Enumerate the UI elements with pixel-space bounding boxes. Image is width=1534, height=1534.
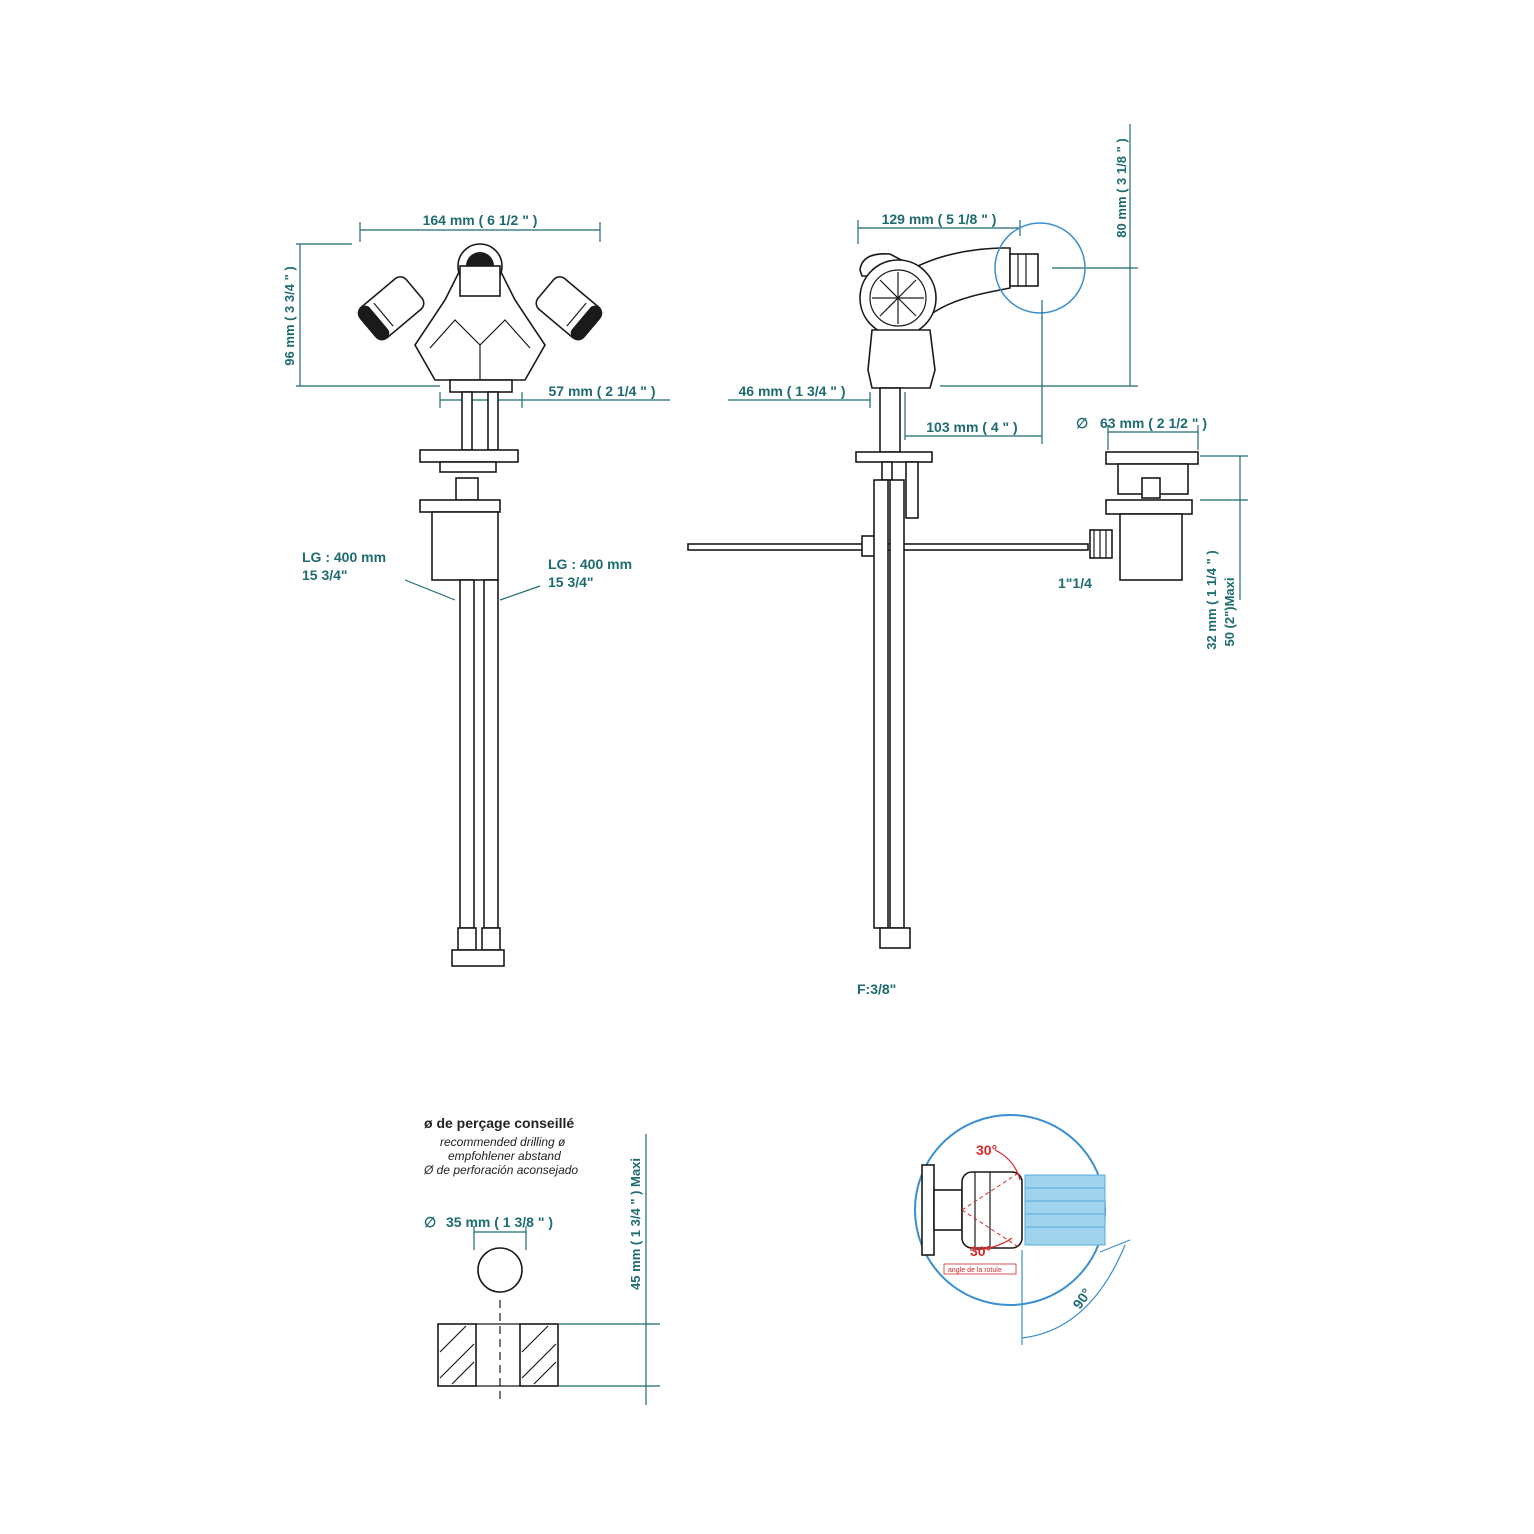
drilling-spanish: Ø de perforación aconsejado	[423, 1163, 578, 1177]
side-base-dimension: 46 mm ( 1 3/4 " )	[738, 383, 845, 399]
hose-right-length-inch: 15 3/4"	[548, 574, 594, 590]
max-thickness-dimension: 45 mm ( 1 3/4 " ) Maxi	[628, 1158, 643, 1290]
outlet-thread-label: 1"1/4	[1058, 575, 1092, 591]
front-width-dimension: 164 mm ( 6 1/2 " )	[423, 212, 538, 228]
side-height-dimension: 80 mm ( 3 1/8 " )	[1114, 138, 1129, 237]
diameter-symbol: ∅	[1076, 415, 1088, 431]
front-view: 164 mm ( 6 1/2 " ) 96 mm ( 3 3/4 " ) 57 …	[282, 212, 670, 967]
side-reach-dimension: 103 mm ( 4 " )	[926, 419, 1017, 435]
drilling-symbol: ∅	[424, 1214, 436, 1230]
spout-rotation-detail: 30° 30° angle de la rotule 90°	[914, 1114, 1131, 1345]
side-connection-label: F:3/8"	[857, 981, 896, 997]
hose-right-length: LG : 400 mm	[548, 556, 632, 572]
hole-diameter-dimension: 35 mm ( 1 3/8 " )	[446, 1214, 553, 1230]
hose-left-length: LG : 400 mm	[302, 549, 386, 565]
side-view: 129 mm ( 5 1/8 " ) 80 mm ( 3 1/8 " ) 46 …	[687, 124, 1138, 997]
front-base-dimension: 57 mm ( 2 1/4 " )	[548, 383, 655, 399]
drilling-title: ø de perçage conseillé	[424, 1115, 574, 1131]
drilling-german: empfohlener abstand	[448, 1149, 561, 1163]
angle-bottom-label: 30°	[970, 1243, 991, 1259]
waste-assembly: 63 mm ( 2 1/2 " ) ∅ 1"1/4 32 mm ( 1 1/4 …	[1058, 415, 1248, 650]
waste-max-dimension: 50 (2")Maxi	[1222, 577, 1237, 646]
waste-height-dimension: 32 mm ( 1 1/4 " )	[1204, 550, 1219, 649]
rotation-angle-label: 90°	[1069, 1285, 1094, 1312]
side-depth-dimension: 129 mm ( 5 1/8 " )	[882, 211, 997, 227]
drilling-detail: ø de perçage conseillé recommended drill…	[423, 1115, 660, 1405]
hose-left-length-inch: 15 3/4"	[302, 567, 348, 583]
angle-top-label: 30°	[976, 1142, 997, 1158]
waste-diameter-dimension: 63 mm ( 2 1/2 " )	[1100, 415, 1207, 431]
angle-caption: angle de la rotule	[948, 1267, 1002, 1274]
front-height-dimension: 96 mm ( 3 3/4 " )	[282, 266, 297, 365]
drilling-english: recommended drilling ø	[440, 1135, 566, 1149]
